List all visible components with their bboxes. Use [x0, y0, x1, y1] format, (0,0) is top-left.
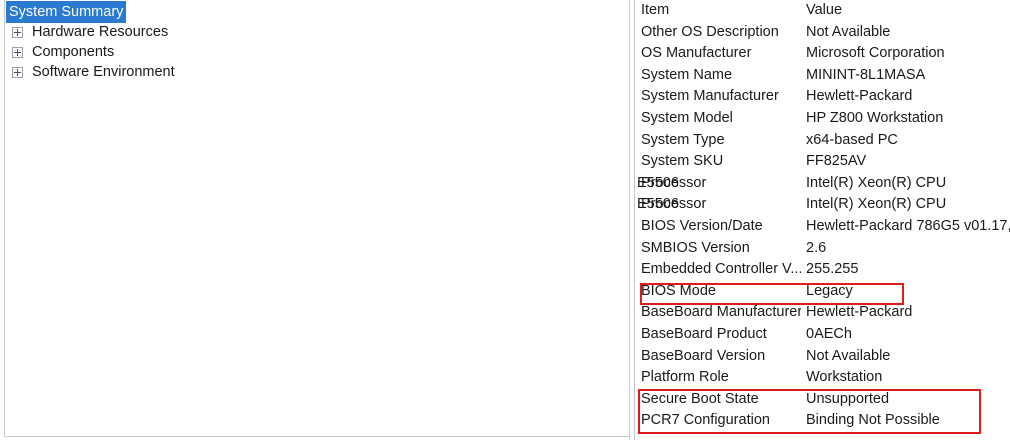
splitter-line-left [629, 0, 630, 440]
row-item-label: System Manufacturer [641, 88, 779, 105]
table-row[interactable]: Embedded Controller V... 255.255 [637, 259, 1010, 281]
table-row[interactable]: SMBIOS Version 2.6 [637, 238, 1010, 260]
table-row[interactable]: Processor Intel(R) Xeon(R) CPU E5506 [637, 173, 1010, 195]
splitter-line-right [634, 0, 635, 440]
row-value: Hewlett-Packard [806, 304, 913, 321]
tree-item-hardware-resources-label: Hardware Resources [32, 24, 169, 40]
row-value: Microsoft Corporation [806, 45, 945, 62]
row-value: Not Available [806, 347, 891, 364]
row-item-label: BaseBoard Manufacturer [641, 304, 801, 321]
row-item-label: Embedded Controller V... [641, 261, 801, 278]
row-value-model: E5506 [637, 174, 679, 191]
table-row-bios-mode[interactable]: BIOS Mode Legacy [637, 281, 1010, 303]
table-row[interactable]: System SKU FF825AV [637, 151, 1010, 173]
tree-item-components-label: Components [32, 44, 115, 60]
table-row[interactable]: BIOS Version/Date Hewlett-Packard 786G5 … [637, 216, 1010, 238]
row-item-label: PCR7 Configuration [641, 412, 770, 429]
column-header-item: Item [641, 2, 670, 18]
tree-item-hardware-resources[interactable]: Hardware Resources [5, 22, 629, 42]
tree-item-components[interactable]: Components [5, 42, 629, 62]
table-row[interactable]: BaseBoard Version Not Available [637, 346, 1010, 368]
tree-item-system-summary-label: System Summary [6, 1, 127, 23]
navigation-tree-pane: System Summary Hardware Resources Compon… [4, 0, 629, 437]
tree-item-software-environment[interactable]: Software Environment [5, 62, 629, 82]
row-value: HP Z800 Workstation [806, 109, 944, 126]
table-row-secure-boot-state[interactable]: Secure Boot State Unsupported [637, 389, 1010, 411]
row-value: Binding Not Possible [806, 412, 940, 429]
table-row[interactable]: BaseBoard Product 0AECh [637, 324, 1010, 346]
pane-splitter[interactable] [629, 0, 637, 440]
row-value: Not Available [806, 23, 891, 40]
row-value: x64-based PC [806, 131, 898, 148]
row-value: 0AECh [806, 325, 852, 342]
table-row[interactable]: OS Manufacturer Microsoft Corporation [637, 43, 1010, 65]
table-row-pcr7-configuration[interactable]: PCR7 Configuration Binding Not Possible [637, 410, 1010, 432]
row-item-label: BIOS Mode [641, 282, 716, 299]
row-value: Hewlett-Packard 786G5 v01.17, 8/ [806, 217, 1010, 234]
row-value: Hewlett-Packard [806, 88, 913, 105]
column-header-value: Value [806, 2, 843, 18]
details-header-row: Item Value [637, 0, 1010, 22]
tree-root: System Summary Hardware Resources Compon… [5, 1, 629, 82]
row-item-label: Secure Boot State [641, 390, 759, 407]
row-item-label: OS Manufacturer [641, 45, 752, 62]
row-value: Intel(R) Xeon(R) CPU [806, 174, 947, 191]
row-value: FF825AV [806, 153, 867, 170]
table-row[interactable]: Platform Role Workstation [637, 367, 1010, 389]
table-row[interactable]: System Type x64-based PC [637, 130, 1010, 152]
row-item-label: System Model [641, 109, 733, 126]
row-item-label: Platform Role [641, 369, 729, 386]
tree-item-system-summary[interactable]: System Summary [5, 1, 629, 23]
system-details-list[interactable]: Item Value Other OS Description Not Avai… [637, 0, 1010, 440]
row-value-model: E5506 [637, 196, 679, 213]
table-row[interactable]: BaseBoard Manufacturer Hewlett-Packard [637, 302, 1010, 324]
table-row[interactable]: System Manufacturer Hewlett-Packard [637, 86, 1010, 108]
row-item-label: Processor [641, 174, 707, 191]
row-item-label: BaseBoard Version [641, 347, 766, 364]
row-item-label: Processor [641, 196, 707, 213]
row-value: Legacy [806, 282, 853, 299]
table-row[interactable]: Other OS Description Not Available [637, 22, 1010, 44]
tree-item-software-environment-label: Software Environment [32, 64, 175, 80]
row-item-label: Other OS Description [641, 23, 779, 40]
row-value: MININT-8L1MASA [806, 66, 926, 83]
table-row[interactable]: Processor Intel(R) Xeon(R) CPU E5506 [637, 194, 1010, 216]
expand-plus-icon[interactable] [12, 46, 23, 58]
table-row[interactable]: System Name MININT-8L1MASA [637, 65, 1010, 87]
row-item-label: SMBIOS Version [641, 239, 750, 256]
row-value: Unsupported [806, 390, 890, 407]
row-value: 255.255 [806, 261, 859, 278]
row-value: 2.6 [806, 239, 827, 256]
row-item-label: BIOS Version/Date [641, 217, 763, 234]
expand-plus-icon[interactable] [12, 66, 23, 78]
row-item-label: System SKU [641, 153, 724, 170]
row-value: Workstation [806, 369, 883, 386]
expand-plus-icon[interactable] [12, 26, 23, 38]
row-item-label: System Type [641, 131, 725, 148]
row-item-label: System Name [641, 66, 733, 83]
row-value: Intel(R) Xeon(R) CPU [806, 196, 947, 213]
table-row[interactable]: System Model HP Z800 Workstation [637, 108, 1010, 130]
row-item-label: BaseBoard Product [641, 325, 767, 342]
